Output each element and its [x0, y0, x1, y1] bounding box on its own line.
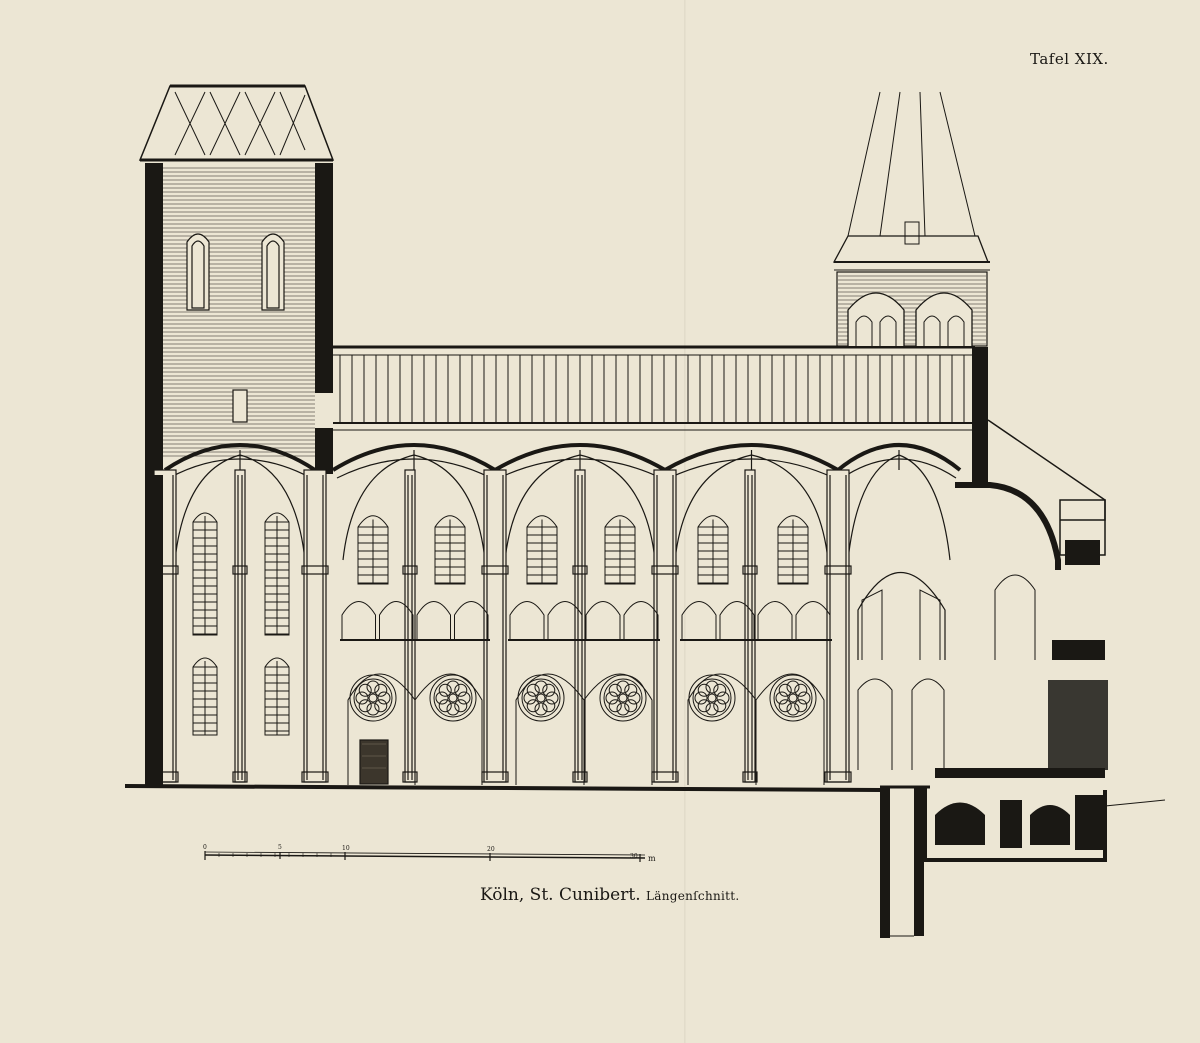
rose-window	[769, 674, 817, 722]
triforium-arch	[681, 601, 717, 640]
triforium-arch	[379, 601, 414, 640]
triforium-arch	[757, 601, 793, 640]
arcade-arch	[347, 673, 483, 785]
vault-arch	[493, 443, 667, 472]
choir	[857, 419, 1108, 770]
triforium-arch	[341, 601, 376, 640]
rose-window	[517, 674, 565, 722]
page-fold	[684, 0, 686, 1043]
triforium-arch	[719, 601, 755, 640]
scale-unit: m	[648, 854, 656, 863]
scale-tick-10: 10	[342, 845, 350, 852]
caption-subtitle: Längenſchnitt.	[646, 889, 740, 903]
pier	[234, 469, 246, 783]
vault-arch	[836, 443, 962, 472]
triforium-arch	[454, 601, 489, 640]
nave-roof-truss	[333, 345, 988, 482]
arcade-arch	[515, 673, 653, 785]
scale-tick-30: 30	[630, 853, 638, 860]
caption: Köln, St. Cunibert. Längenſchnitt.	[480, 885, 820, 905]
vault-arch	[331, 443, 497, 472]
vault-arch	[163, 443, 317, 472]
scale-tick-0: 0	[203, 844, 207, 851]
scale-tick-5: 5	[278, 844, 282, 851]
crypt	[880, 768, 1107, 938]
triforium-arch	[585, 601, 621, 640]
plate-number: Tafel XIX.	[1030, 50, 1109, 68]
portal-door	[359, 739, 389, 785]
rose-window	[349, 674, 397, 722]
triforium-arch	[547, 601, 583, 640]
triforium-arch	[623, 601, 659, 640]
triforium-arch	[509, 601, 545, 640]
scale-bar	[204, 851, 646, 862]
ground-line	[124, 784, 881, 792]
triforium-arch	[795, 601, 831, 640]
scale-tick-20: 20	[487, 846, 495, 853]
west-tower	[138, 84, 335, 475]
vault-arch	[663, 443, 840, 472]
rose-window	[429, 674, 477, 722]
arcade-arch	[687, 673, 825, 785]
rose-window	[599, 674, 647, 722]
nave-vaults	[145, 443, 962, 785]
caption-title: Köln, St. Cunibert.	[480, 885, 641, 905]
crossing-tower	[832, 91, 990, 347]
triforium-arch	[416, 601, 451, 640]
rose-window	[688, 674, 736, 722]
